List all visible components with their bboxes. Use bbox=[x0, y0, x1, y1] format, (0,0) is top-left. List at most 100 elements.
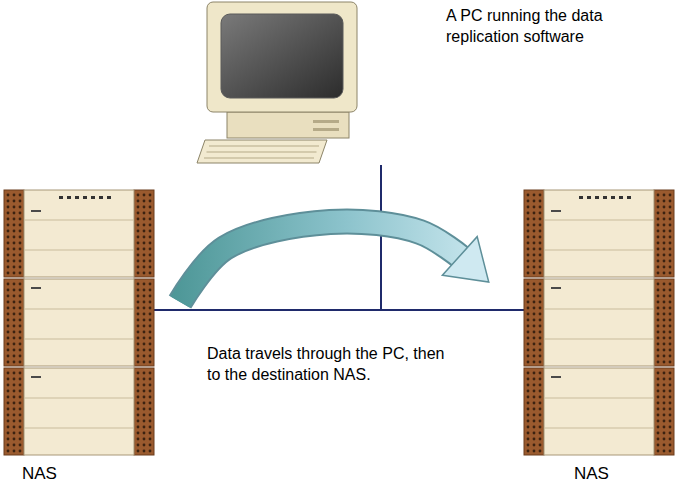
vent-dot bbox=[137, 295, 140, 298]
vent-dot bbox=[657, 283, 660, 286]
vent-dot bbox=[143, 283, 146, 286]
vent-dot bbox=[539, 230, 542, 233]
vent-dot bbox=[657, 301, 660, 304]
vent-dot bbox=[143, 307, 146, 310]
vent-dot bbox=[149, 414, 152, 417]
vent-dot bbox=[539, 218, 542, 221]
vent-dot bbox=[143, 432, 146, 435]
key-row bbox=[204, 158, 314, 159]
drive-slot bbox=[313, 128, 339, 131]
vent-dot bbox=[657, 272, 660, 275]
vent-dot bbox=[669, 295, 672, 298]
led bbox=[59, 196, 63, 199]
vent-dot bbox=[663, 420, 666, 423]
vent-dot bbox=[137, 438, 140, 441]
vent-dot bbox=[527, 313, 530, 316]
vent-dot bbox=[663, 301, 666, 304]
vent-dot bbox=[669, 384, 672, 387]
vent-dot bbox=[663, 355, 666, 358]
vent-dot bbox=[19, 218, 22, 221]
status-light bbox=[551, 287, 561, 289]
nas-picture bbox=[4, 190, 154, 490]
side-panel bbox=[134, 279, 154, 366]
vent-dot bbox=[669, 426, 672, 429]
led bbox=[67, 196, 71, 199]
vent-dot bbox=[7, 272, 10, 275]
nas-illustration bbox=[4, 190, 154, 455]
status-light bbox=[551, 376, 561, 378]
vent-dot bbox=[657, 236, 660, 239]
vent-dot bbox=[137, 230, 140, 233]
vent-dot bbox=[533, 230, 536, 233]
vent-dot bbox=[143, 414, 146, 417]
vent-dot bbox=[143, 242, 146, 245]
vent-dot bbox=[669, 218, 672, 221]
vent-dot bbox=[19, 301, 22, 304]
vent-dot bbox=[539, 236, 542, 239]
vent-dot bbox=[533, 194, 536, 197]
monitor bbox=[207, 2, 357, 112]
vent-dot bbox=[143, 194, 146, 197]
vent-dot bbox=[7, 319, 10, 322]
vent-dot bbox=[143, 384, 146, 387]
vent-dot bbox=[533, 307, 536, 310]
vent-dot bbox=[7, 218, 10, 221]
vent-dot bbox=[143, 396, 146, 399]
vent-dot bbox=[539, 349, 542, 352]
vent-dot bbox=[657, 218, 660, 221]
vent-dot bbox=[149, 224, 152, 227]
vent-dot bbox=[149, 319, 152, 322]
vent-dot bbox=[7, 212, 10, 215]
vent-dot bbox=[527, 372, 530, 375]
vent-dot bbox=[663, 194, 666, 197]
vent-dot bbox=[539, 325, 542, 328]
vent-dot bbox=[657, 420, 660, 423]
vent-dot bbox=[663, 254, 666, 257]
nas-picture bbox=[524, 190, 674, 490]
vent-dot bbox=[539, 337, 542, 340]
vent-dot bbox=[143, 438, 146, 441]
vent-dot bbox=[13, 242, 16, 245]
vent-dot bbox=[137, 206, 140, 209]
unit-seam bbox=[544, 220, 654, 221]
vent-dot bbox=[533, 378, 536, 381]
vent-dot bbox=[669, 266, 672, 269]
vent-dot bbox=[527, 402, 530, 405]
vent-dot bbox=[533, 432, 536, 435]
vent-dot bbox=[7, 224, 10, 227]
vent-dot bbox=[19, 450, 22, 453]
vent-dot bbox=[19, 295, 22, 298]
vent-dot bbox=[13, 272, 16, 275]
vent-dot bbox=[663, 313, 666, 316]
vent-dot bbox=[19, 212, 22, 215]
vent-dot bbox=[539, 307, 542, 310]
vent-dot bbox=[149, 331, 152, 334]
vent-dot bbox=[539, 266, 542, 269]
vent-dot bbox=[19, 266, 22, 269]
vent-dot bbox=[19, 289, 22, 292]
vent-dot bbox=[539, 361, 542, 364]
vent-dot bbox=[19, 260, 22, 263]
vent-dot bbox=[143, 248, 146, 251]
vent-dot bbox=[527, 230, 530, 233]
vent-dot bbox=[669, 450, 672, 453]
vent-dot bbox=[13, 361, 16, 364]
vent-dot bbox=[143, 450, 146, 453]
arrow-body bbox=[180, 221, 462, 302]
unit-front bbox=[544, 279, 654, 366]
vent-dot bbox=[143, 331, 146, 334]
vent-dot bbox=[669, 283, 672, 286]
vent-dot bbox=[663, 337, 666, 340]
vent-dot bbox=[533, 426, 536, 429]
led bbox=[83, 196, 87, 199]
vent-dot bbox=[657, 331, 660, 334]
vent-dot bbox=[19, 355, 22, 358]
vent-dot bbox=[137, 420, 140, 423]
vent-dot bbox=[19, 343, 22, 346]
vent-dot bbox=[149, 396, 152, 399]
vent-dot bbox=[143, 260, 146, 263]
vent-dot bbox=[669, 378, 672, 381]
vent-dot bbox=[149, 295, 152, 298]
vent-dot bbox=[143, 337, 146, 340]
vent-dot bbox=[539, 283, 542, 286]
